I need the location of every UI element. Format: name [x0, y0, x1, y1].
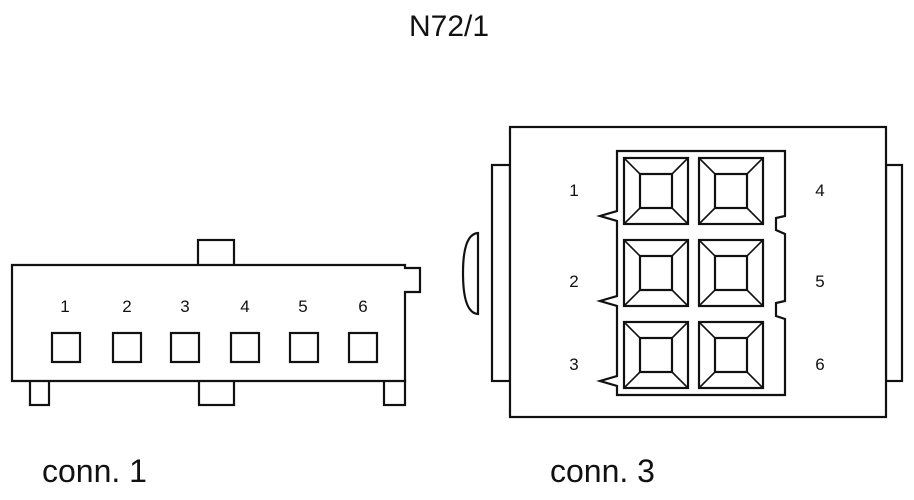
conn1-label: conn. 1 — [42, 453, 147, 489]
terminal-bevel — [623, 321, 641, 339]
conn3-left-tab — [461, 231, 480, 316]
conn3-pin-number: 4 — [815, 181, 824, 200]
terminal-bevel — [746, 239, 764, 257]
terminal-bevel — [671, 157, 689, 175]
terminal-inner — [713, 336, 749, 374]
terminal-bevel — [671, 321, 689, 339]
terminal-bevel — [623, 371, 641, 389]
connector-1: 1 2 3 4 5 6 — [10, 238, 422, 407]
terminal-bevel — [623, 207, 641, 225]
conn3-pin-number: 6 — [815, 355, 824, 374]
conn1-pin-socket — [50, 331, 82, 364]
conn1-foot-center — [197, 378, 236, 407]
conn3-pin-number: 1 — [569, 181, 578, 200]
terminal-bevel — [746, 371, 764, 389]
diagram-title: N72/1 — [409, 10, 489, 43]
terminal-bevel — [698, 289, 716, 307]
terminal-bevel — [698, 321, 716, 339]
terminal-inner — [713, 172, 749, 210]
conn1-pin-number: 2 — [122, 297, 131, 316]
terminal-bevel — [746, 157, 764, 175]
terminal-bevel — [623, 157, 641, 175]
conn1-body — [10, 263, 422, 383]
conn3-terminal-cell — [622, 320, 690, 390]
conn1-pin-socket — [229, 331, 261, 364]
conn1-pin-socket — [347, 331, 379, 364]
terminal-bevel — [623, 289, 641, 307]
terminal-bevel — [698, 371, 716, 389]
conn3-pin-number: 5 — [815, 272, 824, 291]
conn3-terminal-cell — [697, 238, 765, 308]
conn3-terminals — [622, 156, 765, 390]
conn3-pin-number: 3 — [569, 355, 578, 374]
terminal-inner — [638, 254, 674, 292]
terminal-bevel — [671, 289, 689, 307]
terminal-bevel — [671, 371, 689, 389]
conn3-terminal-cell — [697, 156, 765, 226]
conn1-foot-left — [28, 378, 51, 407]
terminal-bevel — [746, 321, 764, 339]
conn1-pin-number: 3 — [180, 297, 189, 316]
conn3-pin-number: 2 — [569, 272, 578, 291]
terminal-inner — [713, 254, 749, 292]
conn3-terminal-cell — [622, 156, 690, 226]
conn1-pin-socket — [169, 331, 201, 364]
terminal-bevel — [698, 157, 716, 175]
terminal-bevel — [746, 207, 764, 225]
terminal-inner — [638, 172, 674, 210]
terminal-bevel — [671, 239, 689, 257]
conn1-pin-number: 6 — [358, 297, 367, 316]
conn3-terminal-cell — [622, 238, 690, 308]
terminal-bevel — [698, 207, 716, 225]
terminal-inner — [638, 336, 674, 374]
conn1-pin-number: 5 — [298, 297, 307, 316]
terminal-bevel — [623, 239, 641, 257]
conn1-pin-number: 1 — [60, 297, 69, 316]
conn1-pin-number: 4 — [240, 297, 249, 316]
connector-3: 1 2 3 4 5 6 — [461, 125, 904, 419]
terminal-bevel — [746, 289, 764, 307]
terminal-bevel — [698, 239, 716, 257]
conn1-pin-socket — [111, 331, 143, 364]
conn3-terminal-cell — [697, 320, 765, 390]
conn1-pin-socket — [288, 331, 320, 364]
terminal-bevel — [671, 207, 689, 225]
conn3-rail-left — [490, 163, 512, 383]
conn3-label: conn. 3 — [550, 453, 655, 489]
conn1-top-latch — [196, 238, 236, 268]
conn3-rail-right — [884, 163, 904, 383]
conn1-foot-right — [382, 378, 407, 407]
